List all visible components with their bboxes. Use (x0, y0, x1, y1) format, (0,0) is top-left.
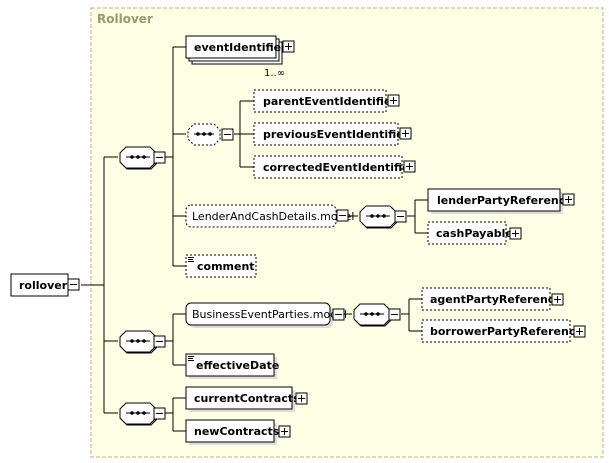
collapse-icon[interactable] (153, 335, 166, 348)
expand-icon[interactable] (295, 392, 308, 405)
collapse-icon[interactable] (153, 407, 166, 420)
text-content-icon (188, 257, 194, 262)
collapse-icon[interactable] (394, 210, 407, 223)
lenderAndCashDetails-label: LenderAndCashDetails.model (192, 210, 354, 223)
comment-label: comment (197, 260, 255, 273)
parentEventIdentifier-label: parentEventIdentifier (263, 95, 397, 108)
borrowerPartyReference-label: borrowerPartyReference (430, 325, 583, 338)
cashPayable-label: cashPayable (436, 227, 513, 240)
collapse-icon[interactable] (332, 308, 345, 321)
sequence-compositor-parties[interactable] (353, 303, 401, 327)
group-LenderAndCashDetails-model[interactable]: LenderAndCashDetails.model (185, 204, 354, 228)
expand-icon[interactable] (399, 127, 412, 140)
correctedEventIdentifier-label: correctedEventIdentifier (263, 161, 416, 174)
sequence-compositor-1[interactable] (119, 146, 166, 170)
group-BusinessEventParties-model[interactable]: BusinessEventParties.model (185, 302, 347, 328)
expand-icon[interactable] (282, 40, 295, 53)
sequence-compositor-2[interactable] (119, 330, 166, 354)
previousEventIdentifier-label: previousEventIdentifier (263, 128, 410, 141)
element-correctedEventIdentifier[interactable]: correctedEventIdentifier (253, 155, 416, 179)
collapse-icon[interactable] (336, 209, 349, 222)
lenderPartyReference-label: lenderPartyReference (437, 194, 573, 207)
rollover-label: rollover (19, 279, 68, 292)
newContracts-label: newContracts (194, 425, 280, 438)
element-previousEventIdentifier[interactable]: previousEventIdentifier (253, 122, 412, 146)
element-newContracts[interactable]: newContracts (185, 419, 291, 445)
collapse-icon[interactable] (388, 308, 401, 321)
text-content-icon (188, 356, 194, 361)
connector-lines (81, 46, 428, 432)
expand-icon[interactable] (278, 425, 291, 438)
element-cashPayable[interactable]: cashPayable (427, 221, 522, 245)
expand-icon[interactable] (509, 227, 522, 240)
sequence-compositor-3[interactable] (119, 402, 166, 426)
eventIdentifier-occurrence: 1..∞ (264, 68, 285, 79)
effectiveDate-label: effectiveDate (196, 359, 279, 372)
collapse-icon[interactable] (67, 278, 80, 291)
element-comment[interactable]: comment (185, 254, 257, 278)
collapse-icon[interactable] (221, 128, 234, 141)
expand-icon[interactable] (387, 94, 400, 107)
element-agentPartyReference[interactable]: agentPartyReference (421, 287, 564, 311)
element-lenderPartyReference[interactable]: lenderPartyReference (427, 188, 575, 214)
element-rollover[interactable]: rollover (10, 273, 80, 297)
currentContracts-label: currentContracts (194, 392, 300, 405)
rollover-group (90, 7, 604, 458)
element-currentContracts[interactable]: currentContracts (185, 386, 308, 412)
expand-icon[interactable] (562, 193, 575, 206)
group-title: Rollover (97, 12, 153, 26)
choice-compositor[interactable] (187, 123, 234, 146)
sequence-compositor-lender[interactable] (359, 205, 407, 229)
element-effectiveDate[interactable]: effectiveDate (185, 353, 279, 379)
element-parentEventIdentifier[interactable]: parentEventIdentifier (253, 89, 400, 113)
element-borrowerPartyReference[interactable]: borrowerPartyReference (421, 319, 586, 343)
expand-icon[interactable] (573, 325, 586, 338)
agentPartyReference-label: agentPartyReference (430, 293, 562, 306)
eventIdentifier-label: eventIdentifier (194, 41, 287, 54)
collapse-icon[interactable] (153, 151, 166, 164)
expand-icon[interactable] (551, 293, 564, 306)
element-eventIdentifier[interactable]: eventIdentifier 1..∞ (185, 35, 295, 79)
expand-icon[interactable] (403, 160, 416, 173)
businessEventParties-label: BusinessEventParties.model (192, 308, 347, 321)
